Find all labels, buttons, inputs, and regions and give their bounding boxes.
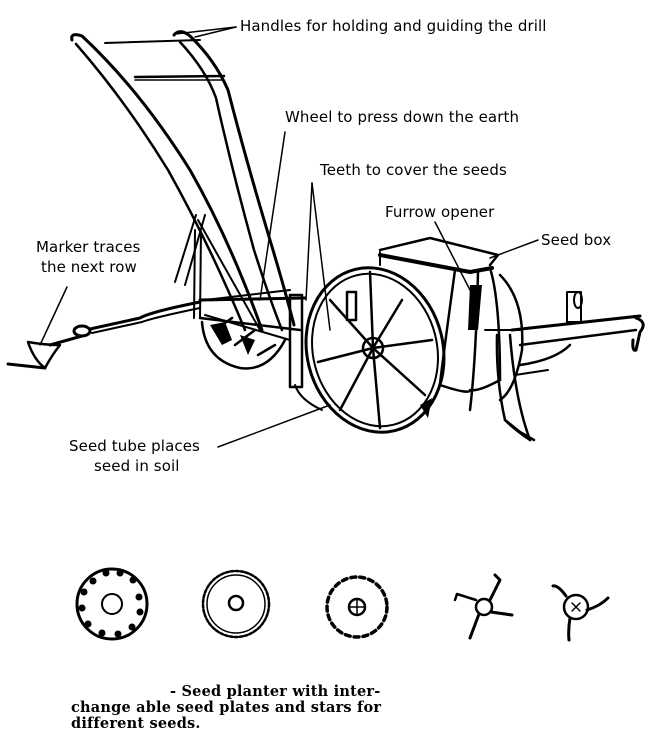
press-wheel: [304, 266, 446, 434]
label-seed-box: Seed box: [541, 231, 612, 249]
seed-plate-cups-icon: [75, 567, 149, 641]
caption-line2: change able seed plates and stars for: [71, 699, 382, 716]
label-teeth: Teeth to cover the seeds: [320, 161, 507, 179]
handles-illustration: [70, 30, 296, 332]
label-marker-line2: the next row: [41, 258, 137, 276]
seed-plate-star-icon: [325, 575, 389, 639]
label-furrow-opener: Furrow opener: [385, 203, 495, 221]
caption-line3: different seeds.: [71, 715, 201, 732]
seed-plate-fine-teeth-icon: [201, 569, 271, 639]
chassis-frame: [198, 293, 323, 411]
seed-star-three-arm-icon: [551, 584, 610, 642]
caption-line1: - Seed planter with inter-: [170, 683, 381, 700]
seed-box: [378, 236, 524, 412]
label-seed-tube-line1: Seed tube places: [69, 437, 200, 455]
leader-lines: [39, 26, 539, 448]
seed-star-four-arm-icon: [453, 573, 514, 640]
marker-arm: [6, 300, 202, 370]
label-seed-tube-line2: seed in soil: [94, 457, 180, 475]
label-handles: Handles for holding and guiding the dril…: [240, 17, 547, 35]
furrow-opener-and-hitch: [495, 291, 645, 442]
label-wheel: Wheel to press down the earth: [285, 108, 520, 126]
label-marker-line1: Marker traces: [36, 238, 141, 256]
